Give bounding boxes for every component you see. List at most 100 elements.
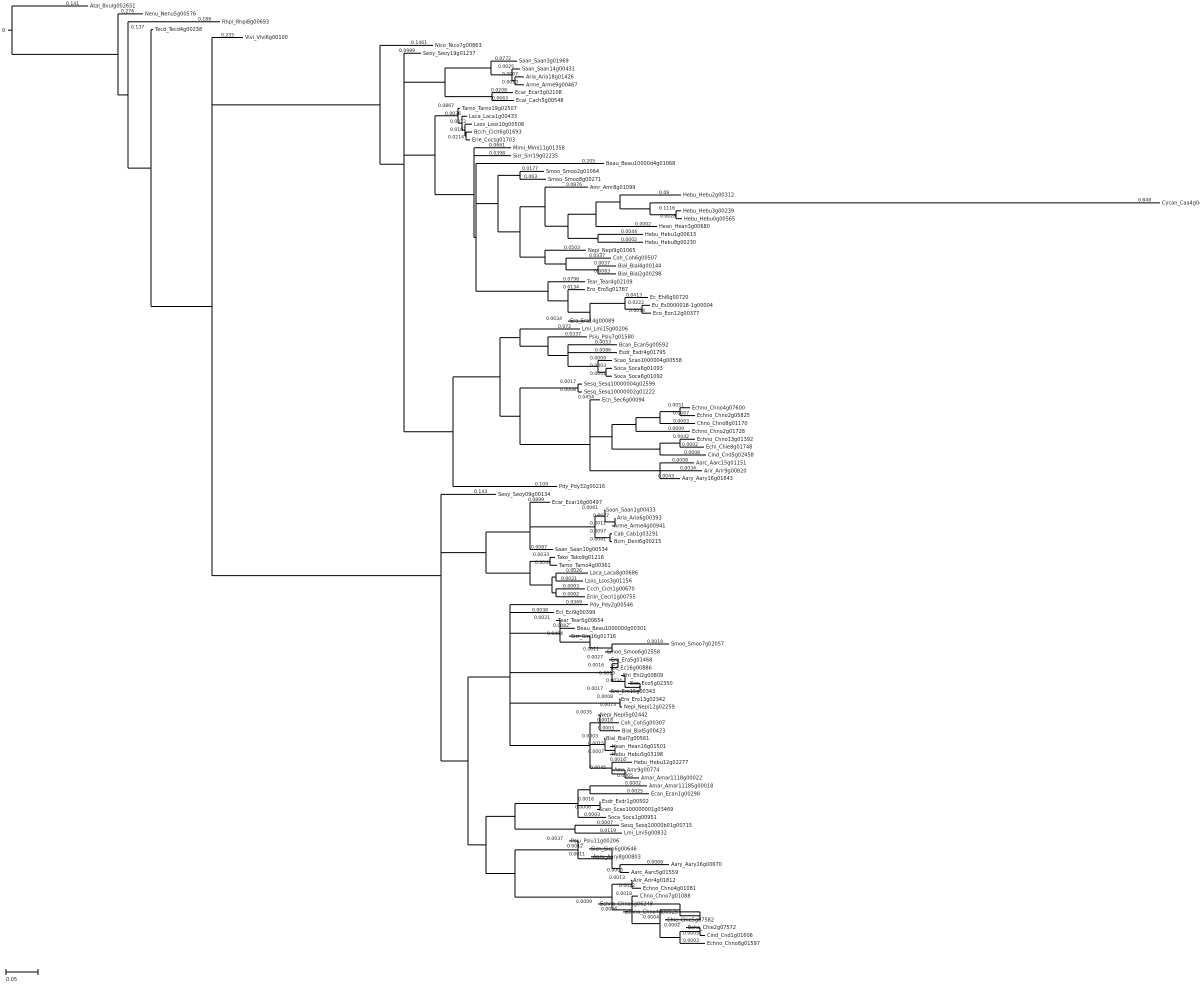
branch-length-label: 0.0134	[563, 284, 579, 290]
tip-label: Bial_Bial2g00298	[618, 271, 661, 277]
tip-label: Sesq_Sesq10000b01g00715	[621, 823, 692, 829]
branch-length-label: 0.205	[582, 158, 595, 164]
tip-label: Nepi_Nepi12g02259	[624, 705, 675, 711]
branch-length-label: 0.0214	[448, 135, 464, 141]
tip-label: Echno_Chno4g01081	[643, 886, 696, 892]
tip-label: Aary_Aary8g00803	[593, 854, 641, 860]
branch-length-label: 0.0337	[565, 332, 581, 338]
tip-label: Bcch_Cich6g01693	[474, 130, 522, 136]
branch-length-label: 0.0222	[628, 300, 644, 306]
tip-label: Lmi_Lmi15g00206	[582, 327, 628, 333]
branch-length-label: 0.0027	[587, 655, 603, 661]
tip-label: Ecar_Ecar16g00497	[552, 500, 602, 506]
branch-length-label: 0.072	[558, 324, 571, 330]
tip-label: Aarc_Aarc5g01559	[631, 870, 678, 876]
tip-label: Ecl_Ecl9g00399	[556, 610, 595, 616]
branch-length-label: 0.0001	[590, 371, 606, 377]
branch-length-label: 0.1116	[659, 206, 675, 212]
branch-length-label: 0.0454	[578, 395, 594, 401]
branch-length-label: 0.0003	[590, 363, 606, 369]
branch-length-label: 0.0005	[617, 773, 633, 779]
branch-length-label: 0.0484	[547, 631, 563, 637]
branch-length-label: 0.0018	[597, 718, 613, 724]
branch-length-label: 0.0177	[522, 166, 538, 172]
tip-label: Vivi_Vivi6g00100	[245, 35, 288, 41]
branch-length-label: 0.0083	[594, 269, 610, 275]
tip-label: Chie_Chie5g07582	[667, 917, 714, 923]
tip-label: Laca_Laca8g00686	[590, 571, 638, 577]
tip-label: Echno_Chno4g07600	[692, 405, 745, 411]
tip-label: Sirr_Sirr16g01716	[571, 634, 616, 640]
branch-length-label: 0.0004	[643, 915, 659, 921]
tip-label: Hebu_Hebu8g00230	[645, 240, 696, 246]
tip-label: Saan_Saan1g00433	[606, 508, 656, 514]
branch-length-label: 0.09	[659, 190, 669, 196]
tip-label: Ero_Ero5g01787	[587, 287, 628, 293]
branch-length-label: 0.0867	[438, 103, 454, 109]
branch-length-label: 0.0049	[535, 560, 551, 566]
tip-label: Hebu_Hebu0g00565	[684, 216, 735, 222]
branch-length-label: 0.0772	[495, 56, 511, 62]
branch-length-label: 0.0034	[546, 316, 562, 322]
tip-label: Amar_Amar11185g00018	[649, 783, 713, 789]
tip-label: Aria_Aria6g00393	[617, 516, 662, 522]
branch-length-label: 0.0002	[664, 922, 680, 928]
tip-label: Amar_Amar1118g00022	[641, 776, 702, 782]
tip-label: Ero_Ero13g02342	[621, 697, 665, 703]
tip-label: Smoo_Smoo7g02057	[671, 642, 724, 648]
tip-label: Sesq_Sesq10000002g01222	[584, 390, 655, 396]
branches	[8, 5, 1160, 944]
tip-label: Ehl_Ehl2g00809	[623, 673, 663, 679]
tip-label: Hebu_Hebu3g00239	[683, 208, 734, 214]
tip-label: Esdr_Esdr1g00502	[602, 799, 649, 805]
tip-label: Arme_Arme4g00941	[614, 523, 665, 529]
tip-label: Sirr_Sirr19g02235	[513, 153, 558, 159]
branch-length-label: 0.0041	[590, 536, 606, 542]
tip-label: Tear_Tear4g02109	[586, 279, 633, 285]
tip-label: Nepi_Nepi9g01065	[588, 248, 636, 254]
tip-label: Bcm_Deni6g00215	[614, 539, 661, 545]
tip-label: Smoo_Smoo2g01064	[546, 169, 599, 175]
branch-length-label: 0.0013	[609, 875, 625, 881]
tip-label: Ec_Ec16g00886	[612, 665, 652, 671]
branch-length-label: 0.0038	[532, 607, 548, 613]
branch-length-label: 0.0107	[450, 127, 466, 133]
root-label: 0	[2, 28, 5, 34]
branch-length-label: 0.0008	[647, 859, 663, 865]
branch-length-label: 0.0019	[647, 639, 663, 645]
branch-length-label: 0.0003	[673, 418, 689, 424]
branch-length-label: 0.0086	[595, 347, 611, 353]
tip-label: Ecn_Sec6g00094	[602, 397, 645, 403]
tip-label: Arir_Arir9g00820	[704, 468, 747, 474]
tip-label: Nepi_Nepi5g02442	[600, 713, 648, 719]
tip-label: Eco_Eon12g00377	[653, 311, 699, 317]
tip-label: Echi_Chie8g01748	[706, 445, 752, 451]
tip-label: Cycan_Caa4g04436	[1162, 201, 1200, 207]
tip-label: Bial_Bial5g00423	[622, 728, 665, 734]
branch-length-label: 0.0503	[564, 245, 580, 251]
branch-length-labels: 0.1410.2760.1880.1370.2350.14610.09890.0…	[66, 1, 1151, 944]
branch-length-label: 0.0033	[533, 552, 549, 558]
tip-label: Scao_Scao1000004g00558	[614, 358, 682, 364]
branch-length-label: 0.137	[131, 24, 144, 30]
tip-label: Tarno_Tarno4g00361	[558, 563, 611, 569]
tip-label: Cab_Cab1g03291	[614, 531, 658, 537]
tip-label: Era_Era5g01468	[611, 657, 652, 663]
branch-length-label: 0.0003	[582, 733, 598, 739]
branch-length-label: 0.0337	[589, 253, 605, 259]
branch-length-label: 0.235	[221, 32, 234, 38]
branch-length-label: 0.109	[535, 481, 548, 487]
branch-length-label: 0.0007	[502, 72, 518, 78]
tip-label: Beau_Beau1000000g00301	[577, 626, 646, 632]
branch-length-label: 0.0051	[668, 403, 684, 409]
branch-length-label: 0.0007	[588, 749, 604, 755]
branch-length-label: 0.0003	[584, 812, 600, 818]
tip-label: Chno_Chno8g01170	[697, 421, 748, 427]
tip-label: Saan_Saan10g00534	[555, 547, 608, 553]
tip-label: Seoy_Seoy09g00134	[498, 492, 550, 498]
tip-label: Tear_Tear5g00654	[557, 618, 604, 624]
branch-length-label: 0.276	[121, 9, 134, 15]
branch-length-label: 0.0663	[492, 95, 508, 101]
branch-length-label: 0.0003	[683, 938, 699, 944]
tip-label: Eu_Es0000018-1g00004	[652, 303, 713, 309]
